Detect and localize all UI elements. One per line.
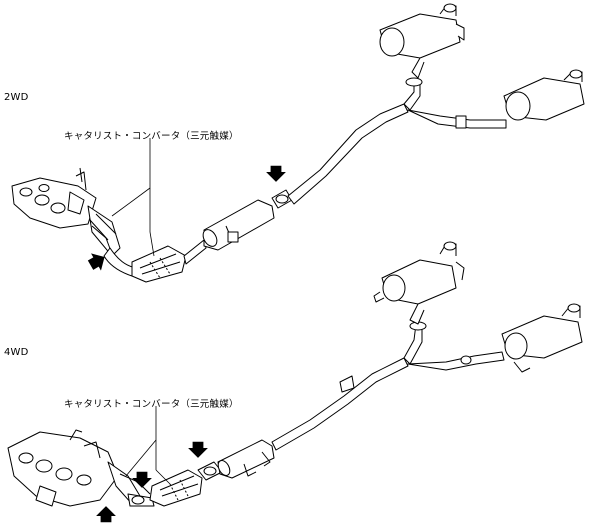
flange-4wd bbox=[197, 461, 223, 481]
y-pipe-4wd bbox=[403, 321, 505, 371]
variant-label-2wd: 2WD bbox=[4, 92, 29, 103]
main-muffler-4wd-lower bbox=[501, 303, 583, 373]
main-muffler-2wd-upper bbox=[379, 3, 465, 79]
location-arrow-icon-2wd-a bbox=[266, 165, 286, 182]
exhaust-4wd bbox=[7, 241, 583, 507]
front-pipe-2wd bbox=[87, 205, 137, 277]
center-pipe-2wd bbox=[287, 103, 409, 205]
location-arrow-icon-4wd-a bbox=[188, 441, 208, 458]
location-arrow-icon-4wd-b bbox=[132, 471, 152, 488]
catalytic-converter-4wd bbox=[149, 469, 203, 507]
sub-muffler-4wd bbox=[217, 439, 275, 479]
variant-label-4wd: 4WD bbox=[4, 347, 29, 358]
pipe-joint-4wd bbox=[339, 375, 355, 393]
catalyst-callout-4wd: キャタリスト・コンバータ（三元触媒） bbox=[64, 399, 239, 410]
main-muffler-2wd-lower bbox=[503, 69, 585, 121]
location-arrow-icon-2wd-b bbox=[85, 248, 110, 274]
exhaust-manifold-2wd bbox=[11, 167, 97, 229]
exhaust-manifold-4wd bbox=[7, 429, 119, 507]
catalytic-converter-2wd bbox=[131, 245, 187, 283]
catalyst-callout-2wd: キャタリスト・コンバータ（三元触媒） bbox=[64, 131, 239, 142]
callout-leaders-4wd bbox=[125, 406, 171, 485]
pipe-2wd-a bbox=[183, 239, 207, 265]
location-arrow-icon-4wd-c bbox=[96, 506, 116, 523]
sub-muffler-2wd bbox=[202, 199, 275, 251]
main-muffler-4wd-upper bbox=[373, 241, 465, 325]
y-pipe-2wd bbox=[403, 77, 507, 129]
callout-leaders-2wd bbox=[111, 138, 155, 257]
flange-2wd bbox=[271, 189, 293, 209]
center-pipe-4wd bbox=[271, 357, 409, 451]
front-pipe-4wd bbox=[107, 461, 155, 507]
exhaust-2wd bbox=[11, 3, 585, 283]
